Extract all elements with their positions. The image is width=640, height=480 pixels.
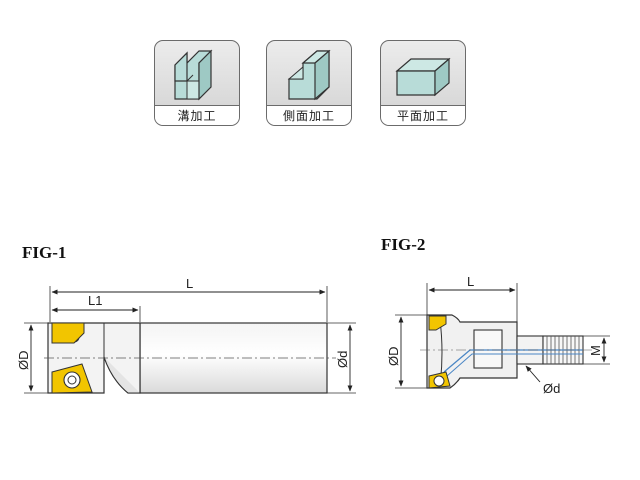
neck-diameter-label: Ød <box>543 381 560 396</box>
cut-diameter-label: ØD <box>16 351 31 371</box>
tile-divider <box>155 105 239 106</box>
operation-tile-slot: 溝加工 <box>154 40 240 126</box>
flute-length-label: L1 <box>88 293 102 308</box>
insert-screw-icon <box>63 371 81 389</box>
length-label: L <box>467 274 474 289</box>
top-insert <box>428 315 447 331</box>
face-milling-icon <box>395 57 451 97</box>
thread-label: M <box>588 345 603 356</box>
slot-milling-icon <box>174 49 213 101</box>
operation-label: 溝加工 <box>155 106 239 125</box>
cut-diameter-label: ØD <box>386 347 401 367</box>
operation-tile-side: 側面加工 <box>266 40 352 126</box>
length-label: L <box>186 276 193 291</box>
insert-screw-icon <box>433 375 445 387</box>
neck-diameter-leader <box>525 365 541 383</box>
operation-label: 側面加工 <box>267 106 351 125</box>
tile-divider <box>381 105 465 106</box>
figure-2-drawing: L ØD M <box>386 274 610 396</box>
operation-tile-face: 平面加工 <box>380 40 466 126</box>
figure-1-title: FIG-1 <box>22 243 67 262</box>
figure-1-drawing: L L1 ØD Ød <box>16 276 356 394</box>
wrench-flat <box>473 329 503 369</box>
tile-divider <box>267 105 351 106</box>
figure-2-title: FIG-2 <box>381 235 426 254</box>
top-insert <box>51 322 85 344</box>
side-milling-icon <box>287 49 331 101</box>
operation-label: 平面加工 <box>381 106 465 125</box>
shank-diameter-label: Ød <box>335 351 350 368</box>
